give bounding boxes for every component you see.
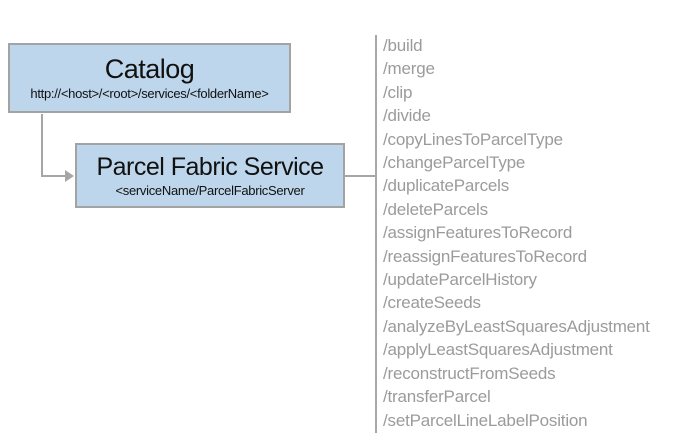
catalog-title: Catalog xyxy=(104,54,195,84)
arrowhead-icon xyxy=(65,170,74,182)
endpoint-item: /copyLinesToParcelType xyxy=(383,129,563,149)
catalog-url-subtitle: http://<host>/<root>/services/<folderNam… xyxy=(30,86,269,101)
catalog-node-box: Catalog http://<host>/<root>/services/<f… xyxy=(8,43,291,113)
endpoint-item: /setParcelLineLabelPosition xyxy=(383,410,588,430)
endpoint-item: /updateParcelHistory xyxy=(383,270,537,290)
endpoint-item: /assignFeaturesToRecord xyxy=(383,223,573,243)
endpoint-item: /reconstructFromSeeds xyxy=(383,363,556,383)
elbow-connector-vertical-line xyxy=(41,114,43,177)
elbow-connector-horizontal-line xyxy=(41,175,67,177)
endpoint-item: /deleteParcels xyxy=(383,199,488,219)
endpoint-item: /transferParcel xyxy=(383,387,491,407)
endpoint-item: /divide xyxy=(383,106,431,126)
service-name-subtitle: <serviceName/ParcelFabricServer xyxy=(115,182,305,198)
endpoints-list: /build /merge /clip /divide /copyLinesTo… xyxy=(383,34,650,432)
endpoint-item: /clip xyxy=(383,82,413,102)
endpoint-item: /changeParcelType xyxy=(383,153,526,173)
service-to-endpoints-connector-line xyxy=(345,175,375,177)
endpoint-item: /applyLeastSquaresAdjustment xyxy=(383,340,613,360)
endpoint-item: /createSeeds xyxy=(383,293,481,313)
endpoint-item: /duplicateParcels xyxy=(383,176,510,196)
service-node-box: Parcel Fabric Service <serviceName/Parce… xyxy=(75,143,345,208)
endpoints-divider-line xyxy=(375,35,377,433)
endpoint-item: /merge xyxy=(383,59,435,79)
endpoint-item: /reassignFeaturesToRecord xyxy=(383,246,587,266)
service-title: Parcel Fabric Service xyxy=(96,152,324,181)
endpoint-item: /build xyxy=(383,36,423,55)
endpoint-item: /analyzeByLeastSquaresAdjustment xyxy=(383,316,650,336)
